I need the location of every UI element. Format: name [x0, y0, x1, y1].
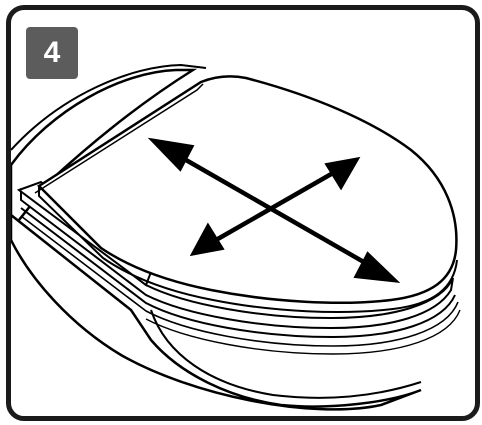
- step-number: 4: [43, 36, 61, 69]
- toilet-bowl-back: [11, 68, 198, 233]
- toilet-lid: [37, 75, 458, 304]
- toilet-illustration: [11, 63, 461, 411]
- arrow-shaft-diagonal-down: [184, 158, 371, 267]
- arrow-head-down-left: [189, 222, 225, 257]
- arrow-head-up-right: [324, 156, 361, 191]
- toilet-seat-edge-3: [145, 309, 461, 355]
- arrow-shaft-diagonal-up: [214, 171, 335, 242]
- toilet-bowl-curve: [150, 309, 422, 399]
- arrow-head-up-left: [147, 137, 195, 172]
- toilet-seat-edge-1: [20, 207, 456, 339]
- instruction-panel: 4: [6, 5, 480, 421]
- toilet-lid-edge: [38, 186, 458, 313]
- move-arrows: [147, 137, 401, 283]
- step-number-badge: 4: [26, 27, 78, 79]
- toilet-bowl-body: [11, 213, 422, 411]
- toilet-seat-ring: [20, 187, 454, 330]
- arrow-head-down-right: [353, 251, 401, 283]
- toilet-lid-back-lip: [34, 83, 204, 194]
- toilet-bowl-rim-back: [11, 63, 207, 151]
- toilet-seat-edge-2: [20, 215, 459, 347]
